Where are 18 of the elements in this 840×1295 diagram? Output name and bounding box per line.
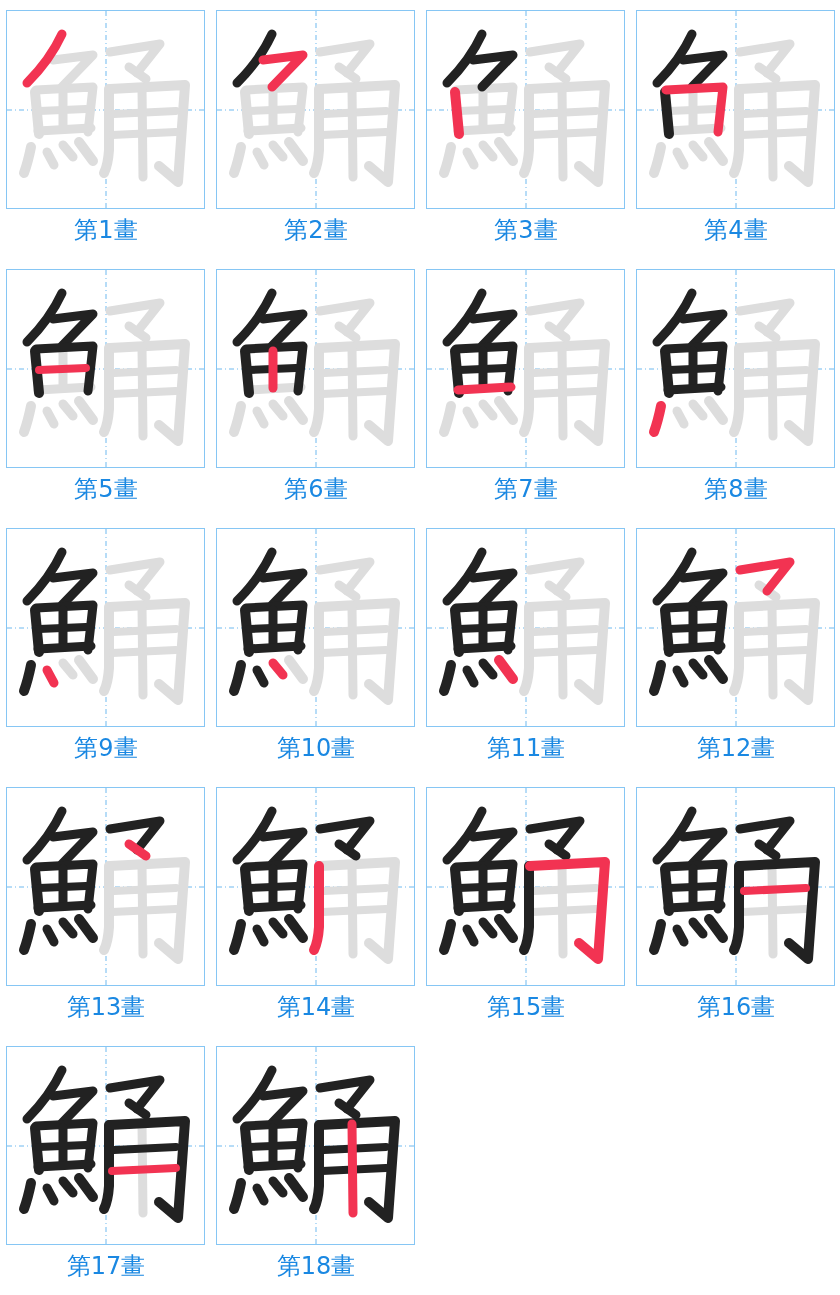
stroke-number-caption: 第7畫 — [494, 474, 558, 504]
stroke-number-caption: 第12畫 — [696, 733, 776, 763]
stroke-number-caption: 第13畫 — [66, 992, 146, 1022]
stroke-number-caption: 第11畫 — [486, 733, 566, 763]
stroke-number-caption: 第15畫 — [486, 992, 566, 1022]
stroke-number-caption: 第10畫 — [276, 733, 356, 763]
stroke-number-caption: 第16畫 — [696, 992, 776, 1022]
stroke-number-caption: 第5畫 — [74, 474, 138, 504]
stroke-number-caption: 第9畫 — [74, 733, 138, 763]
stroke-number-caption: 第8畫 — [704, 474, 768, 504]
stroke-number-caption: 第17畫 — [66, 1251, 146, 1281]
stroke-number-caption: 第3畫 — [494, 215, 558, 245]
stroke-number-caption: 第1畫 — [74, 215, 138, 245]
stroke-number-caption: 第14畫 — [276, 992, 356, 1022]
stroke-number-caption: 第6畫 — [284, 474, 348, 504]
stroke-number-caption: 第2畫 — [284, 215, 348, 245]
stroke-number-caption: 第4畫 — [704, 215, 768, 245]
stroke-number-caption: 第18畫 — [276, 1251, 356, 1281]
